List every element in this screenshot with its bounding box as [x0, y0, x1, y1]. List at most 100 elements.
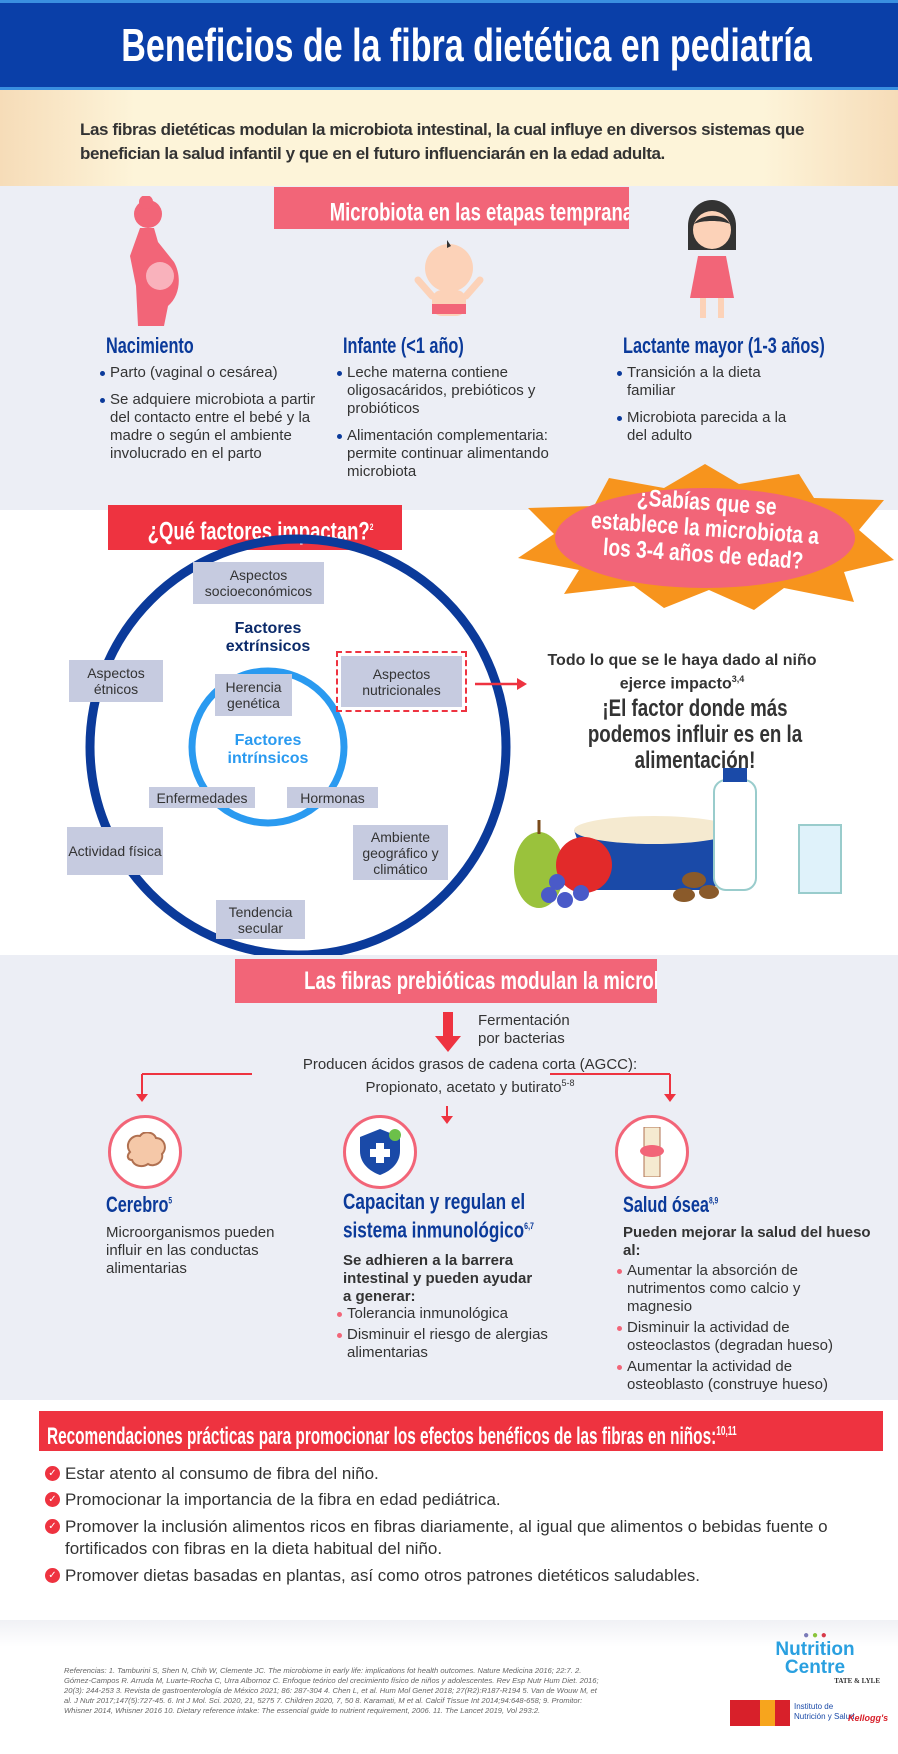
cerebro-heading: Cerebro5	[106, 1192, 195, 1218]
factor-actividad: Actividad física	[67, 827, 163, 875]
references-text: Referencias: 1. Tamburini S, Shen N, Chi…	[64, 1666, 599, 1715]
burst-question: ¿Sabías que se establece la microbiota a…	[590, 484, 820, 575]
factor-nutricionales: Aspectos nutricionales	[336, 651, 467, 712]
stage-heading-nacimiento: Nacimiento	[106, 333, 225, 359]
intrinsic-circle	[188, 667, 348, 827]
recommendation-item: ✓ Promover dietas basadas en plantas, así…	[45, 1565, 865, 1587]
bullet: Aumentar la absorción de nutrimentos com…	[617, 1262, 867, 1316]
extrinsic-label: Factores extrínsicos	[225, 620, 311, 655]
insk-logo: Instituto de Nutrición y Salud Kellogg's	[730, 1700, 890, 1730]
stage-bullets-infante: Leche materna contiene oligosacáridos, p…	[337, 364, 577, 490]
recommendation-item: ✓ Promocionar la importancia de la fibra …	[45, 1489, 865, 1511]
heading-text: Lactante mayor (1-3 años)	[623, 333, 825, 358]
intro-banner: Las fibras dietéticas modulan la microbi…	[0, 90, 898, 186]
osea-heading: Salud ósea8,9	[623, 1192, 752, 1218]
arrow-down-icon	[435, 1012, 461, 1052]
baby-icon	[414, 240, 484, 316]
inmune-text: Se adhieren a la barrera intestinal y pu…	[343, 1252, 533, 1305]
impact-text-body: Todo lo que se le haya dado al niño ejer…	[547, 652, 817, 693]
shield-icon	[343, 1115, 417, 1189]
pregnant-woman-icon	[130, 196, 179, 326]
inmune-heading: Capacitan y regulan el sistema inmunológ…	[343, 1189, 573, 1243]
agcc-line1: Producen ácidos grasos de cadena corta (…	[302, 1056, 638, 1073]
osea-bullets: Aumentar la absorción de nutrimentos com…	[617, 1262, 867, 1397]
girl-icon	[688, 200, 736, 318]
brain-icon	[108, 1115, 182, 1189]
bullet: Microbiota parecida a la del adulto	[617, 409, 797, 445]
heading-text: Cerebro	[106, 1192, 169, 1217]
page-title: Beneficios de la fibra dietética en pedi…	[121, 19, 812, 71]
highlight-text: ¡El factor donde más podemos influir es …	[520, 696, 870, 774]
prebiotics-title: Las fibras prebióticas modulan la microb…	[235, 959, 657, 1003]
arrow-right-icon	[475, 678, 527, 690]
factor-enfermedades: Enfermedades	[149, 787, 255, 808]
intrinsic-label: Factores intrínsicos	[227, 732, 309, 767]
cerebro-text: Microorganismos pueden influir en las co…	[106, 1224, 275, 1277]
nutrition-centre-logo: ● ● ● Nutrition Centre TATE & LYLE	[750, 1630, 880, 1685]
bullet: Parto (vaginal o cesárea)	[100, 364, 330, 382]
bullet: Aumentar la actividad de osteoblasto (co…	[617, 1358, 867, 1394]
stage-heading-infante: Infante (<1 año)	[343, 333, 506, 359]
insk-text: Instituto de Nutrición y Salud	[794, 1702, 855, 1721]
ref: 6,7	[524, 1221, 534, 1231]
stages-title: Microbiota en las etapas tempranas1	[274, 187, 629, 229]
factor-tendencia: Tendencia secular	[216, 900, 305, 939]
stage-bullets-nacimiento: Parto (vaginal o cesárea) Se adquiere mic…	[100, 364, 330, 472]
stages-title-text: Microbiota en las etapas tempranas	[329, 198, 629, 227]
impact-text: Todo lo que se le haya dado al niño ejer…	[540, 652, 824, 693]
recommendation-text: Estar atento al consumo de fibra del niñ…	[65, 1464, 379, 1483]
bullet: Disminuir la actividad de osteoclastos (…	[617, 1319, 867, 1355]
recommendation-text: Promocionar la importancia de la fibra e…	[65, 1490, 501, 1509]
recommendation-item: ✓ Promover la inclusión alimentos ricos e…	[45, 1516, 875, 1560]
ref: 8,9	[708, 1195, 719, 1206]
bullet: Disminuir el riesgo de alergias alimenta…	[337, 1326, 557, 1362]
recommendations-title: Recomendaciones prácticas para promocion…	[39, 1411, 883, 1451]
heading-text: Capacitan y regulan el sistema inmunológ…	[343, 1189, 526, 1243]
agcc-line2: Propionato, acetato y butirato	[365, 1079, 562, 1096]
osea-text: Pueden mejorar la salud del hueso al:	[623, 1224, 871, 1259]
header-banner: Beneficios de la fibra dietética en pedi…	[0, 0, 898, 90]
factor-ambiente: Ambiente geográfico y climático	[353, 825, 448, 880]
factor-socioeconomicos: Aspectos socioeconómicos	[193, 562, 324, 604]
ref: 10,11	[716, 1423, 737, 1438]
factor-etnicos: Aspectos étnicos	[69, 660, 163, 702]
burst-shape	[518, 464, 894, 610]
nutrition-centre-text: Nutrition Centre	[775, 1639, 855, 1678]
check-icon: ✓	[45, 1568, 60, 1583]
recommendation-text: Promover dietas basadas en plantas, así …	[65, 1566, 701, 1585]
logo-dots: ● ● ●	[803, 1630, 827, 1641]
agcc-text: Producen ácidos grasos de cadena corta (…	[230, 1056, 710, 1097]
kelloggs-text: Kellogg's	[848, 1713, 889, 1723]
knee-icon	[615, 1115, 689, 1189]
bullet: Tolerancia inmunológica	[337, 1305, 557, 1323]
factor-herencia: Herencia genética	[215, 674, 292, 716]
ref: 5-8	[561, 1078, 575, 1088]
footer	[0, 1620, 898, 1754]
bullet: Se adquiere microbiota a partir del cont…	[100, 391, 330, 463]
bullet: Transición a la dieta familiar	[617, 364, 797, 400]
ref: 2	[369, 522, 374, 532]
recommendation-item: ✓ Estar atento al consumo de fibra del ni…	[45, 1463, 865, 1485]
heading-text: Nacimiento	[106, 333, 194, 358]
tate-lyle-text: TATE & LYLE	[834, 1677, 880, 1685]
intro-text: Las fibras dietéticas modulan la microbi…	[80, 120, 805, 163]
heading-text: Salud ósea	[623, 1192, 709, 1217]
prebiotics-title-text: Las fibras prebióticas modulan la microb…	[304, 967, 657, 995]
recommendation-text: Promover la inclusión alimentos ricos en…	[65, 1517, 828, 1558]
check-icon: ✓	[45, 1466, 60, 1481]
check-icon: ✓	[45, 1519, 60, 1534]
healthy-food-illustration	[514, 768, 842, 908]
branch-arrows	[136, 1073, 676, 1124]
fermentation-text: Fermentación por bacterias	[478, 1012, 570, 1047]
check-icon: ✓	[45, 1492, 60, 1507]
highlight-body: ¡El factor donde más podemos influir es …	[587, 695, 803, 774]
bullet: Leche materna contiene oligosacáridos, p…	[337, 364, 577, 418]
ref: 3,4	[731, 674, 745, 684]
stage-heading-lactante: Lactante mayor (1-3 años)	[623, 333, 896, 359]
ref: 5	[168, 1195, 173, 1206]
factor-hormonas: Hormonas	[287, 787, 378, 808]
recommendations-title-text: Recomendaciones prácticas para promocion…	[47, 1423, 717, 1450]
bullet: Alimentación complementaria: permite con…	[337, 427, 577, 481]
